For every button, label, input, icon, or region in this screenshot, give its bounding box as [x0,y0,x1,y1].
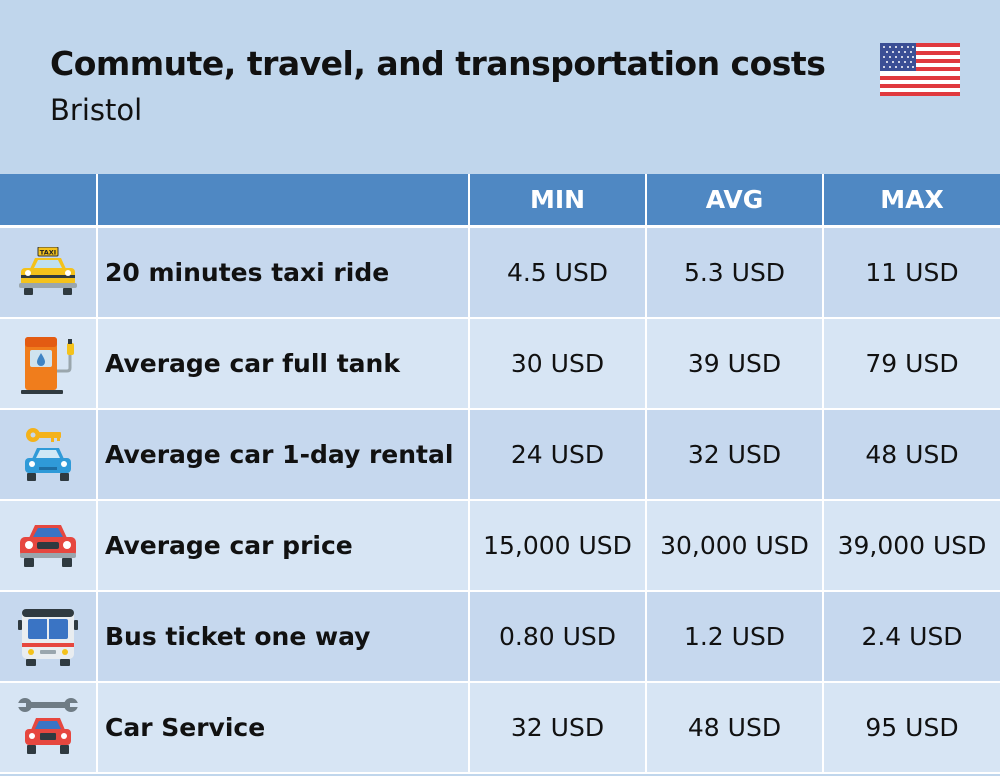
min-value: 15,000 USD [468,500,646,592]
taxi-icon: TAXI [19,246,77,295]
table-header-row: MIN AVG MAX [0,174,1000,228]
icon-cell [0,409,97,501]
max-value: 48 USD [822,409,1000,501]
icon-cell [0,500,97,592]
avg-value: 30,000 USD [645,500,823,592]
max-value: 39,000 USD [822,500,1000,592]
bus-icon [18,608,78,666]
avg-value: 32 USD [645,409,823,501]
column-header-item [96,174,469,228]
table-row: Car Service 32 USD 48 USD 95 USD [0,682,1000,774]
row-label: Average car 1-day rental [96,409,469,501]
transportation-costs-table: MIN AVG MAX TAXI [0,174,1000,774]
icon-cell [0,682,97,774]
car-icon [20,524,76,567]
taxi-sign-text: TAXI [40,248,56,256]
city-name: Bristol [50,93,143,127]
row-label: Car Service [96,682,469,774]
table-row: Average car 1-day rental 24 USD 32 USD 4… [0,409,1000,501]
min-value: 30 USD [468,318,646,410]
fuel-pump-icon [21,336,74,394]
column-header-min: MIN [468,174,646,228]
table-row: Bus ticket one way 0.80 USD 1.2 USD 2.4 … [0,591,1000,683]
column-header-avg: AVG [645,174,823,228]
us-flag-icon [880,43,960,96]
row-label: Average car price [96,500,469,592]
icon-cell [0,318,97,410]
row-label: Average car full tank [96,318,469,410]
row-label: 20 minutes taxi ride [96,226,469,319]
table-row: Average car full tank 30 USD 39 USD 79 U… [0,318,1000,410]
avg-value: 48 USD [645,682,823,774]
max-value: 11 USD [822,226,1000,319]
avg-value: 1.2 USD [645,591,823,683]
column-header-icon [0,174,97,228]
page-title: Commute, travel, and transportation cost… [50,44,826,83]
min-value: 32 USD [468,682,646,774]
row-label: Bus ticket one way [96,591,469,683]
icon-cell: TAXI [0,226,97,319]
min-value: 4.5 USD [468,226,646,319]
rental-car-key-icon [25,427,71,481]
min-value: 24 USD [468,409,646,501]
avg-value: 39 USD [645,318,823,410]
car-service-wrench-icon [18,697,78,754]
page-header: Commute, travel, and transportation cost… [0,0,1000,174]
icon-cell [0,591,97,683]
min-value: 0.80 USD [468,591,646,683]
max-value: 2.4 USD [822,591,1000,683]
table-row: Average car price 15,000 USD 30,000 USD … [0,500,1000,592]
table-row: TAXI 20 minutes taxi ride 4.5 USD 5.3 US… [0,226,1000,319]
max-value: 79 USD [822,318,1000,410]
avg-value: 5.3 USD [645,226,823,319]
max-value: 95 USD [822,682,1000,774]
column-header-max: MAX [822,174,1000,228]
